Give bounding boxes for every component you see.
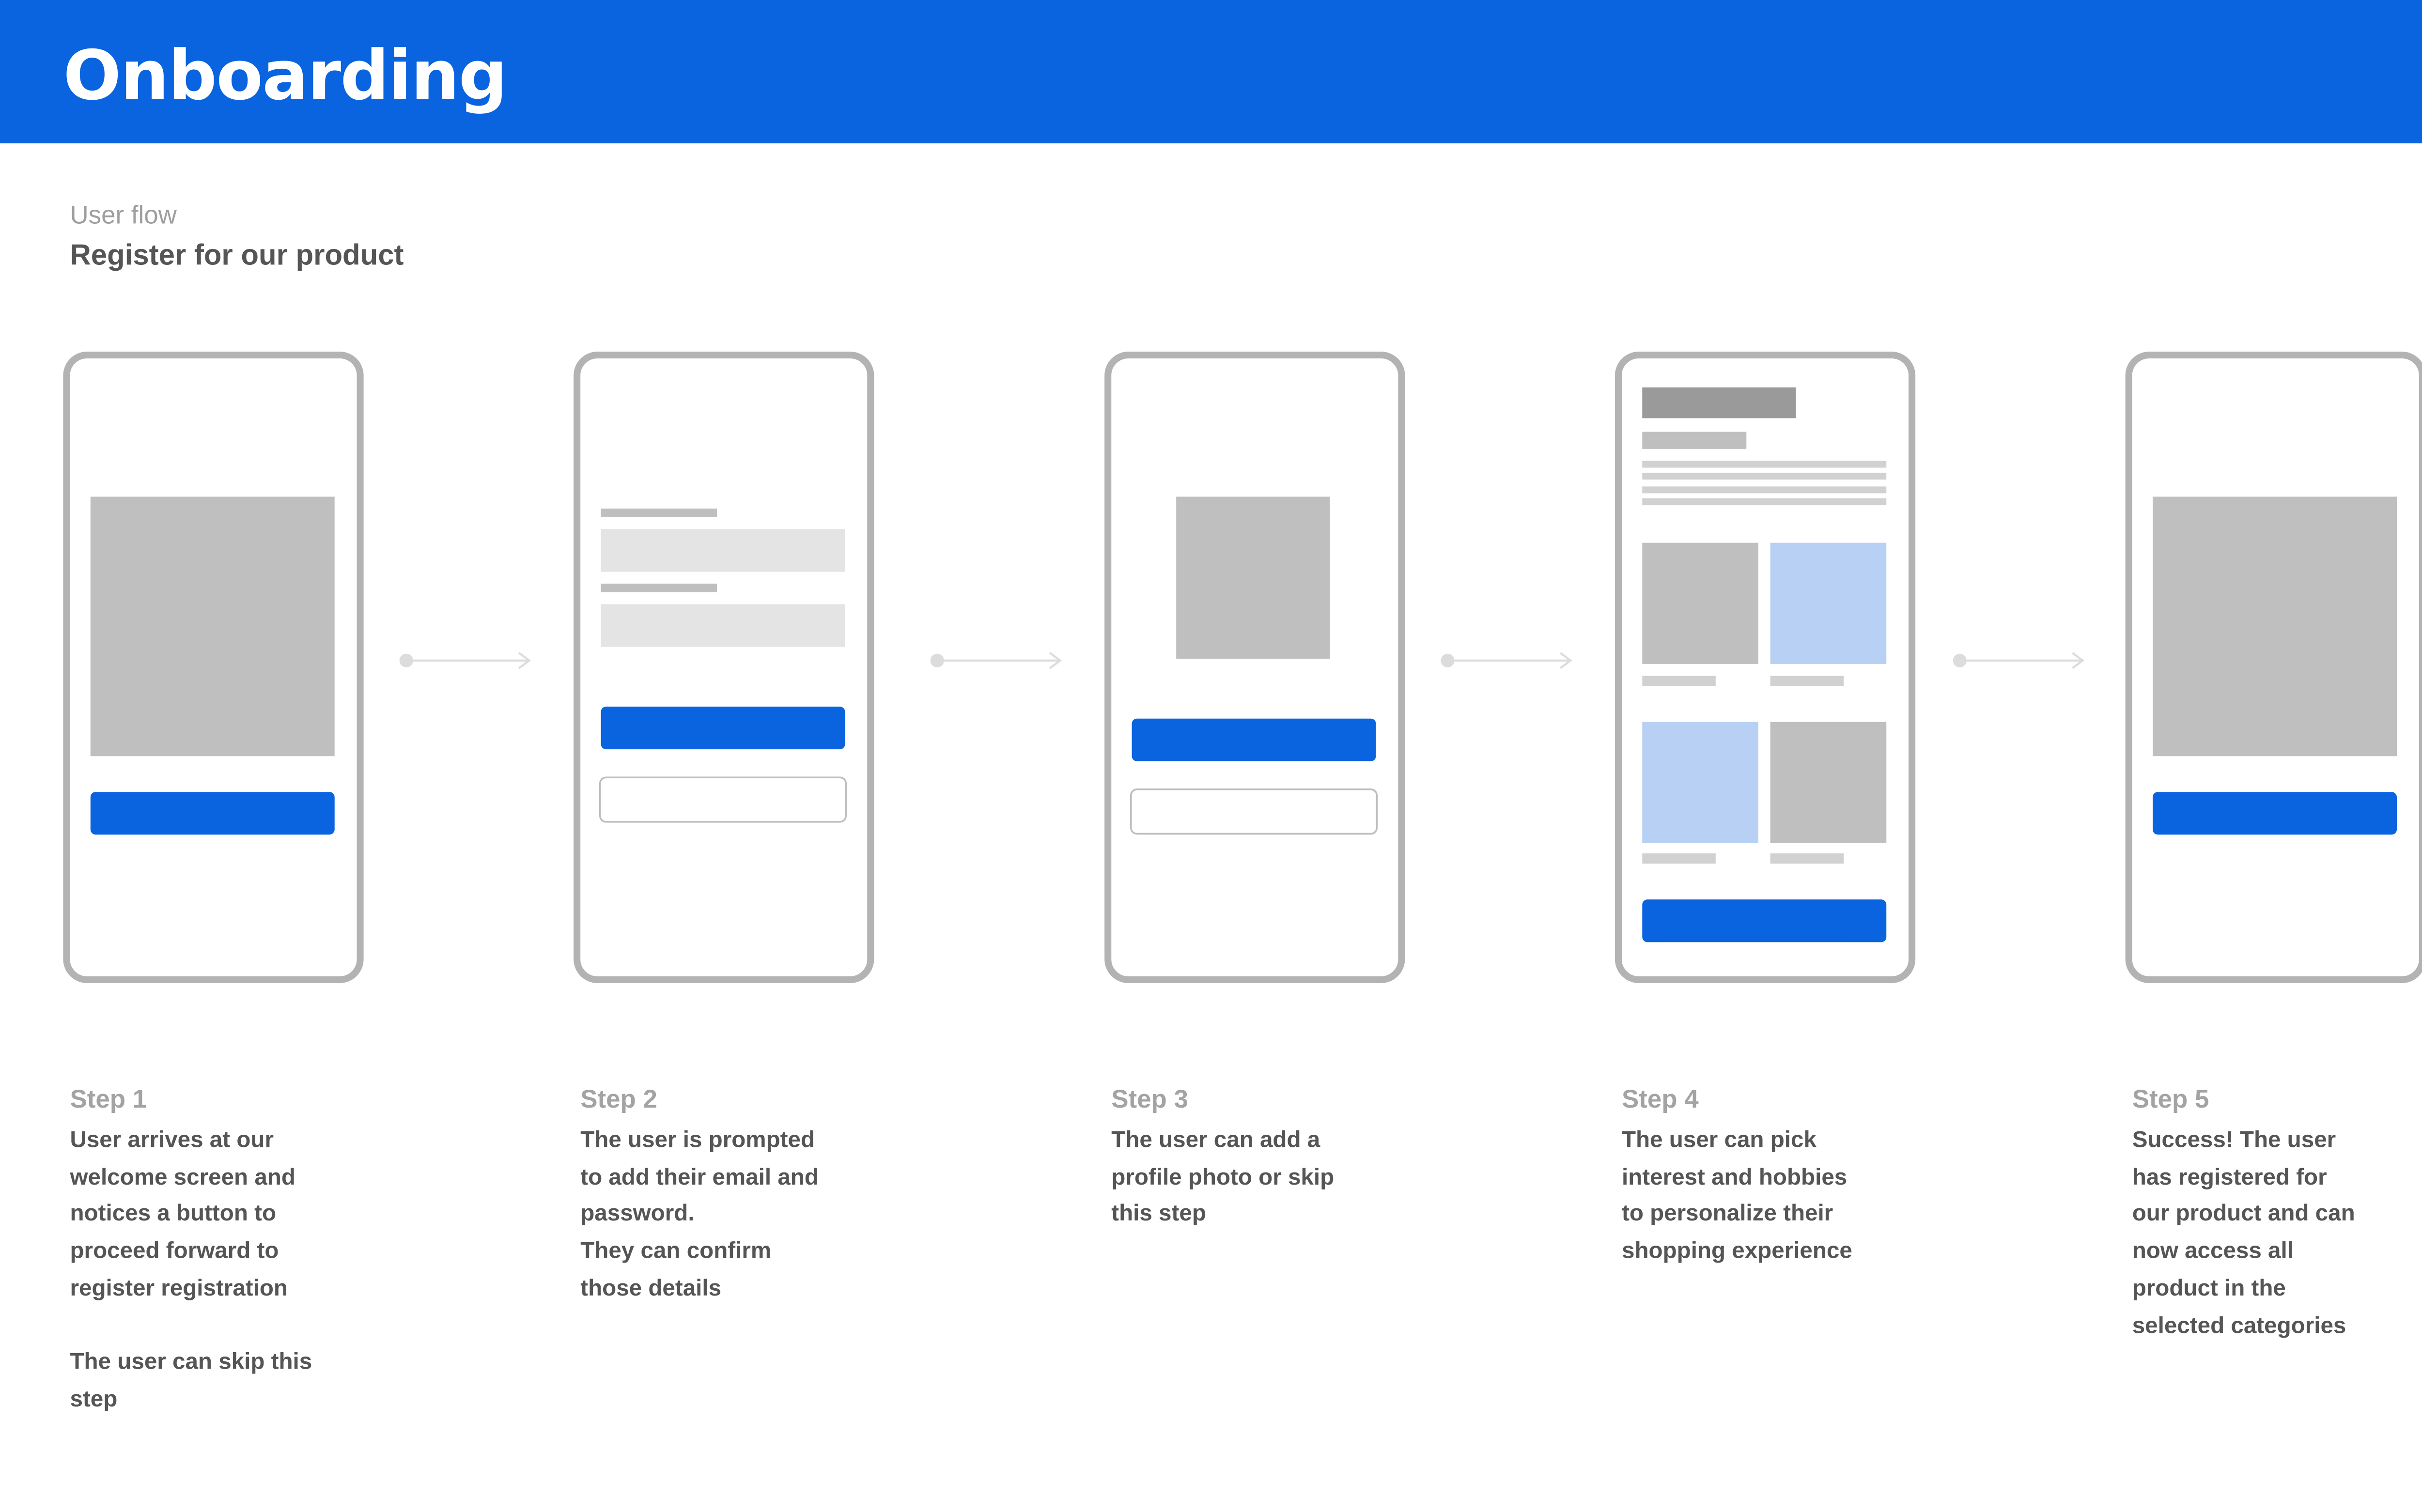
flow-arrow-icon: [1953, 652, 2085, 669]
phone-wireframe-step-3: [1104, 351, 1405, 983]
step-title: Step 2: [580, 1085, 657, 1115]
email-label-placeholder: [601, 509, 717, 517]
profile-photo-placeholder: [1176, 496, 1330, 659]
tile-caption: [1642, 853, 1716, 864]
password-label-placeholder: [601, 584, 717, 592]
heading-placeholder: [1642, 387, 1796, 418]
step-description-3: Step 3 The user can add a profile photo …: [1111, 1085, 1453, 1232]
interest-tile-1[interactable]: [1642, 542, 1758, 664]
confirm-button[interactable]: [601, 707, 845, 750]
step-description-1: Step 1 User arrives at our welcome scree…: [70, 1085, 411, 1418]
step-title: Step 3: [1111, 1085, 1188, 1115]
start-shopping-button[interactable]: [2153, 792, 2397, 835]
password-field[interactable]: [601, 604, 845, 647]
flow-arrow-icon: [1441, 652, 1572, 669]
step-title: Step 5: [2132, 1085, 2209, 1115]
step-text: The user can pick interest and hobbies t…: [1621, 1126, 1852, 1264]
step-description-5: Step 5 Success! The user has registered …: [2132, 1085, 2422, 1343]
hero-image-placeholder: [90, 496, 335, 756]
subheading-placeholder: [1642, 432, 1747, 449]
tile-caption: [1770, 853, 1844, 864]
tile-caption: [1642, 676, 1716, 686]
step-title: Step 1: [70, 1085, 147, 1115]
step-description-4: Step 4 The user can pick interest and ho…: [1622, 1085, 1963, 1269]
flow-arrow-icon: [399, 652, 531, 669]
interest-tile-4[interactable]: [1770, 722, 1887, 843]
step-text: User arrives at our welcome screen and n…: [70, 1126, 312, 1412]
step-title: Step 4: [1621, 1085, 1699, 1115]
phone-wireframe-step-2: [574, 351, 874, 983]
continue-button[interactable]: [1642, 899, 1887, 942]
text-line: [1642, 473, 1887, 480]
text-line: [1642, 498, 1887, 506]
flow-label: User flow: [70, 201, 177, 231]
page-title: Onboarding: [63, 37, 507, 116]
header-bar: Onboarding: [0, 0, 2422, 144]
step-text: The user is prompted to add their email …: [580, 1126, 819, 1300]
text-line: [1642, 486, 1887, 494]
flow-name: Register for our product: [70, 239, 404, 272]
step-text: Success! The user has registered for our…: [2132, 1126, 2355, 1338]
register-button[interactable]: [90, 792, 335, 835]
tile-caption: [1770, 676, 1844, 686]
phone-wireframe-step-4: [1615, 351, 1916, 983]
success-image-placeholder: [2153, 496, 2397, 756]
step-text: The user can add a profile photo or skip…: [1111, 1126, 1335, 1226]
phone-wireframe-step-5: [2125, 351, 2422, 983]
phone-wireframe-step-1: [63, 351, 364, 983]
email-field[interactable]: [601, 529, 845, 572]
skip-button[interactable]: [1130, 788, 1378, 835]
step-description-2: Step 2 The user is prompted to add their…: [580, 1085, 922, 1306]
add-photo-button[interactable]: [1132, 718, 1376, 761]
text-line: [1642, 461, 1887, 468]
flow-arrow-icon: [930, 652, 1062, 669]
secondary-button[interactable]: [599, 776, 847, 823]
interest-tile-3-selected[interactable]: [1642, 722, 1758, 843]
interest-tile-2-selected[interactable]: [1770, 542, 1887, 664]
